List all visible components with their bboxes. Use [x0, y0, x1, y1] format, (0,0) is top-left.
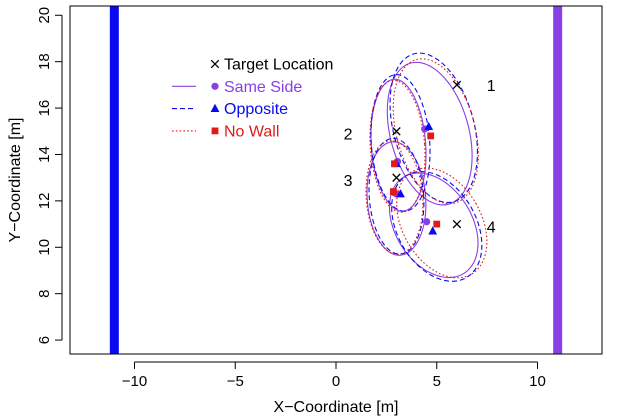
x-tick-label-1: −10	[122, 373, 147, 390]
legend-label-no-wall: No Wall	[224, 123, 279, 140]
wall-bar-2	[553, 6, 563, 354]
legend-label-target-location: Target Location	[224, 57, 333, 74]
x-tick-label-2: −5	[227, 373, 244, 390]
target-point-2	[392, 127, 401, 136]
point-no-wall-1	[427, 132, 435, 140]
legend-marker-no-wall	[211, 127, 219, 135]
legend-item-no-wall: No Wall	[172, 123, 279, 140]
target-layer	[392, 80, 462, 229]
point-same-side-4	[423, 218, 431, 226]
y-tick-label-7: 18	[36, 53, 53, 70]
ellipse-no-wall-1	[392, 58, 479, 205]
marker-layer	[390, 121, 441, 235]
target-point-1	[452, 80, 462, 90]
ellipse-layer	[365, 52, 488, 282]
target-point-1-stroke-b	[452, 80, 462, 90]
target-point-4-stroke-b	[452, 219, 462, 229]
plot-frame	[69, 5, 603, 355]
x-axis-label: X−Coordinate [m]	[274, 399, 399, 416]
ellipse-opposite-3	[368, 137, 425, 255]
point-opposite-4	[428, 226, 438, 235]
ellipse-same-side-3	[366, 141, 427, 256]
legend-marker-target-location	[210, 59, 220, 69]
ellipse-no-wall-3	[365, 140, 424, 255]
annotation-layer: 1 2 3 4	[344, 78, 496, 237]
y-tick-label-6: 16	[36, 100, 53, 117]
target-number-3: 3	[344, 173, 353, 190]
target-point-2-stroke-b	[392, 127, 401, 136]
legend-marker-target-location-stroke-b	[210, 59, 220, 69]
point-no-wall-4	[433, 220, 441, 228]
ellipse-opposite-2	[370, 74, 431, 212]
walls-layer	[109, 6, 563, 354]
point-no-wall-3	[390, 188, 397, 195]
wall-bar-1	[109, 6, 119, 354]
point-no-wall-2	[391, 160, 398, 168]
target-number-1: 1	[487, 78, 496, 95]
ellipse-no-wall-2	[369, 79, 426, 213]
y-tick-label-2: 8	[36, 290, 53, 298]
y-tick-label-4: 12	[36, 193, 53, 210]
ellipse-same-side-4	[388, 172, 479, 279]
legend-label-opposite: Opposite	[224, 101, 288, 118]
target-point-4	[452, 219, 462, 229]
x-tick-label-3: 0	[332, 373, 340, 390]
point-opposite-1	[424, 121, 434, 131]
legend-marker-same-side	[211, 82, 219, 90]
target-point-3	[392, 173, 401, 182]
target-number-2: 2	[344, 127, 353, 144]
legend-item-target-location: Target Location	[210, 57, 333, 74]
legend-marker-opposite	[210, 103, 220, 112]
target-point-3-stroke-b	[392, 173, 401, 182]
legend-label-same-side: Same Side	[224, 79, 302, 96]
legend-item-same-side: Same Side	[172, 79, 302, 96]
legend-item-opposite: Opposite	[172, 101, 288, 118]
ellipse-same-side-1	[386, 61, 473, 206]
ellipse-no-wall-4	[396, 167, 488, 279]
ellipse-opposite-4	[391, 170, 483, 282]
target-number-4: 4	[487, 219, 496, 236]
x-tick-label-4: 5	[433, 373, 441, 390]
x-tick-label-5: 10	[529, 373, 546, 390]
y-tick-label-5: 14	[36, 146, 53, 163]
y-tick-label-3: 10	[36, 239, 53, 256]
point-opposite-3	[396, 189, 405, 198]
y-axis-label: Y−Coordinate [m]	[7, 118, 24, 243]
y-tick-label-1: 6	[36, 336, 53, 344]
y-tick-label-8: 20	[36, 7, 53, 24]
